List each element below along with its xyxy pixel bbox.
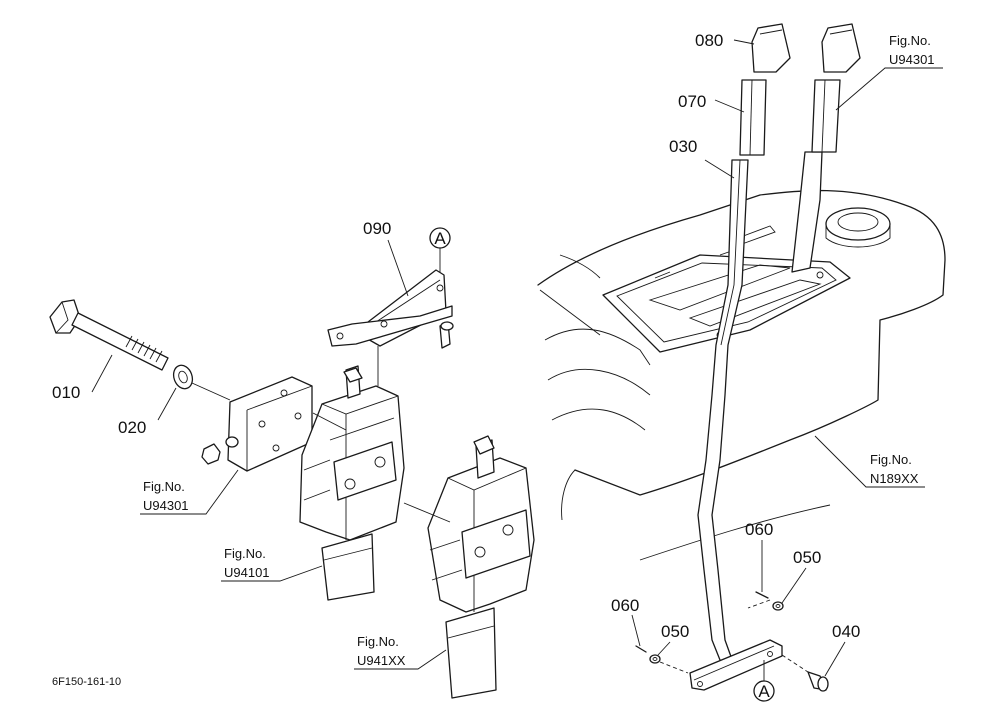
svg-text:Fig.No.: Fig.No. [224, 546, 266, 561]
console-boss [825, 207, 891, 248]
cotter-pin-060 [635, 591, 769, 653]
svg-text:060: 060 [745, 520, 773, 539]
svg-text:U94301: U94301 [143, 498, 189, 513]
svg-text:Fig.No.: Fig.No. [357, 634, 399, 649]
callout-070: 070 [678, 92, 745, 113]
washer-020 [172, 364, 194, 390]
callout-060-left: 060 [611, 596, 641, 647]
washer-050-right [772, 601, 784, 611]
callout-090: 090 [363, 219, 409, 297]
fig-ref-u941xx: Fig.No. U941XX [354, 634, 447, 670]
cover-plate [227, 376, 313, 472]
callout-020: 020 [118, 387, 177, 437]
svg-text:020: 020 [118, 418, 146, 437]
washer-050-left [649, 654, 661, 664]
callout-030: 030 [669, 137, 735, 179]
callout-050-left: 050 [657, 622, 689, 656]
plug-fitting [201, 436, 239, 465]
svg-text:070: 070 [678, 92, 706, 111]
svg-text:060: 060 [611, 596, 639, 615]
grip-070 [739, 79, 841, 156]
console-housing [537, 189, 946, 561]
bracket-090 [327, 269, 454, 349]
marker-a-top: A [429, 227, 451, 272]
marker-a-bottom: A [753, 660, 775, 702]
svg-text:030: 030 [669, 137, 697, 156]
callout-080: 080 [695, 31, 755, 50]
svg-text:050: 050 [793, 548, 821, 567]
fig-ref-u94301-right: Fig.No. U94301 [835, 33, 943, 111]
valve-body-1 [299, 365, 405, 601]
bolt-010 [49, 299, 169, 371]
svg-text:A: A [434, 229, 446, 248]
svg-text:U94301: U94301 [889, 52, 935, 67]
callout-050-right: 050 [781, 548, 821, 604]
svg-text:Fig.No.: Fig.No. [143, 479, 185, 494]
knob-080 [751, 23, 861, 73]
svg-text:Fig.No.: Fig.No. [870, 452, 912, 467]
pin-040 [781, 654, 829, 692]
fig-ref-u94101: Fig.No. U94101 [221, 546, 323, 582]
svg-text:050: 050 [661, 622, 689, 641]
svg-text:U941XX: U941XX [357, 653, 406, 668]
callout-010: 010 [52, 354, 113, 402]
callout-040: 040 [824, 622, 860, 677]
lever-bracket-a [689, 639, 783, 691]
svg-text:040: 040 [832, 622, 860, 641]
svg-text:Fig.No.: Fig.No. [889, 33, 931, 48]
svg-text:A: A [758, 682, 770, 701]
callout-060-right: 060 [745, 520, 773, 592]
valve-body-2 [427, 435, 535, 699]
fig-ref-u94301-left: Fig.No. U94301 [140, 469, 239, 515]
svg-text:090: 090 [363, 219, 391, 238]
lever-secondary [791, 151, 823, 273]
fig-ref-n189xx: Fig.No. N189XX [814, 435, 925, 488]
svg-text:U94101: U94101 [224, 565, 270, 580]
svg-text:080: 080 [695, 31, 723, 50]
svg-text:010: 010 [52, 383, 80, 402]
drawing-code: 6F150-161-10 [52, 676, 121, 688]
lever-030 [697, 159, 749, 666]
svg-text:N189XX: N189XX [870, 471, 919, 486]
